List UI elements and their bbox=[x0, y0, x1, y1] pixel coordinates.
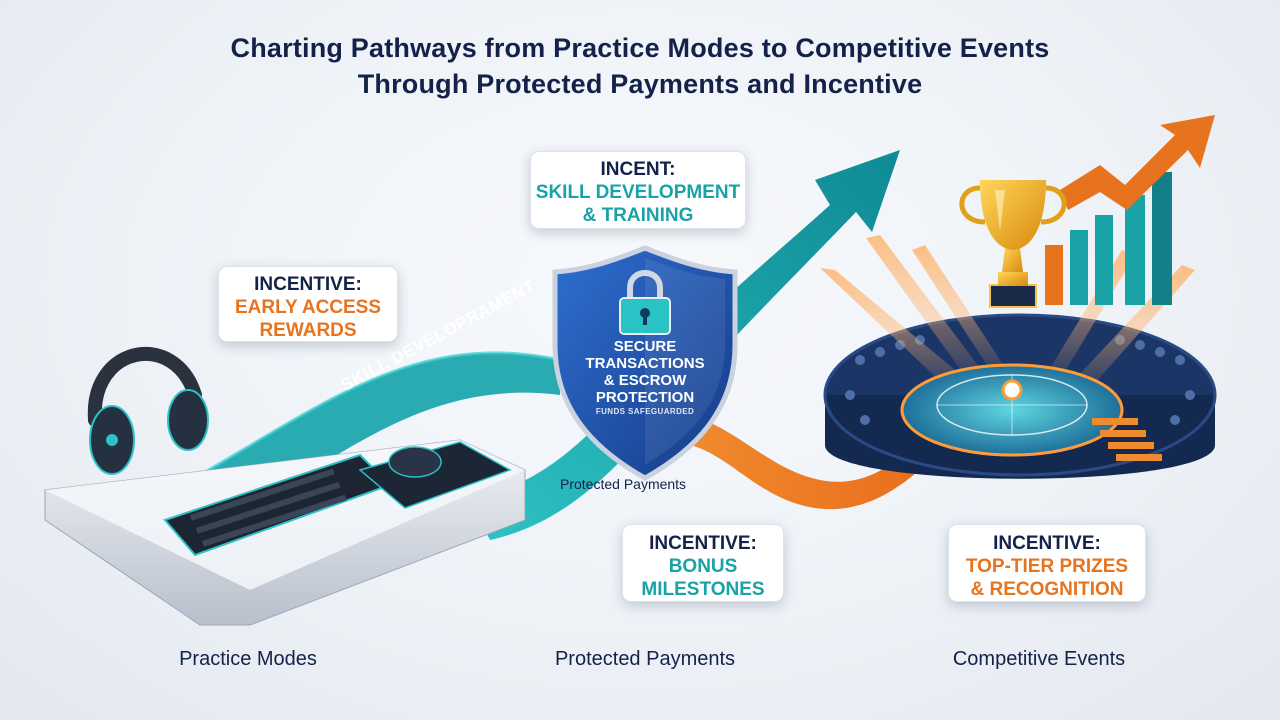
card-bonus-sub1: BONUS bbox=[668, 556, 738, 577]
trophy-icon bbox=[959, 180, 1067, 308]
shield-text: SECURE TRANSACTIONS & ESCROW PROTECTION … bbox=[565, 338, 725, 418]
mouse-icon bbox=[358, 441, 512, 509]
shield-line-1: SECURE bbox=[613, 338, 677, 355]
card-bonus-milestones: INCENTIVE: BONUS MILESTONES bbox=[622, 524, 784, 602]
shield-lock-icon bbox=[552, 245, 738, 481]
card-top-tier-prizes: INCENTIVE: TOP-TIER PRIZES & RECOGNITION bbox=[948, 524, 1146, 602]
card-bonus-sub2: MILESTONES bbox=[641, 579, 765, 600]
shield-line-2: TRANSACTIONS bbox=[585, 355, 705, 372]
card-early-access-head: INCENTIVE: bbox=[254, 274, 362, 295]
card-skill-sub1: SKILL DEVELOPMENT bbox=[535, 182, 741, 203]
shield-line-4: PROTECTION bbox=[595, 389, 695, 406]
lock-icon bbox=[619, 270, 671, 335]
title-line-2: Through Protected Payments and Incentive bbox=[357, 69, 923, 99]
stage-practice-modes: Practice Modes bbox=[179, 648, 317, 670]
card-skill-head: INCENT: bbox=[600, 159, 676, 180]
stage-competitive-events: Competitive Events bbox=[952, 648, 1126, 670]
growth-bars bbox=[1045, 172, 1172, 305]
card-bonus-head: INCENTIVE: bbox=[649, 533, 757, 554]
card-early-access-sub2: REWARDS bbox=[259, 320, 357, 341]
practice-desk bbox=[44, 346, 526, 626]
arena-icon bbox=[820, 115, 1217, 479]
orange-arrow bbox=[690, 415, 955, 510]
card-top-tier-head: INCENTIVE: bbox=[993, 533, 1101, 554]
card-top-tier-sub2: & RECOGNITION bbox=[970, 579, 1124, 600]
card-skill-development: INCENT: SKILL DEVELOPMENT & TRAINING bbox=[530, 151, 746, 229]
shield-small-text: FUNDS SAFEGUARDED bbox=[595, 407, 695, 416]
shield-line-3: & ESCROW bbox=[603, 372, 687, 389]
headset-icon bbox=[87, 346, 209, 475]
card-early-access-sub1: EARLY ACCESS bbox=[234, 297, 382, 318]
title-line-1: Charting Pathways from Practice Modes to… bbox=[230, 33, 1050, 63]
protected-payments-caption: Protected Payments bbox=[560, 476, 687, 492]
card-early-access-rewards: INCENTIVE: EARLY ACCESS REWARDS bbox=[218, 266, 398, 342]
card-skill-sub2: & TRAINING bbox=[582, 205, 694, 226]
card-top-tier-sub1: TOP-TIER PRIZES bbox=[965, 556, 1129, 577]
stage-protected-payments: Protected Payments bbox=[554, 648, 736, 670]
